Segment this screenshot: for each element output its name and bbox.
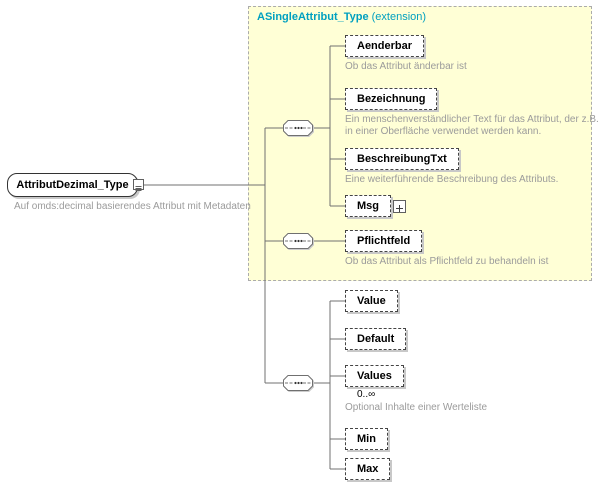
element-bezeichnung[interactable]: Bezeichnung xyxy=(345,88,438,110)
extension-suffix: (extension) xyxy=(371,11,427,23)
element-value[interactable]: Value xyxy=(345,290,398,312)
element-max[interactable]: Max xyxy=(345,458,391,480)
expand-structure-button[interactable] xyxy=(133,179,144,191)
element-label: Msg xyxy=(357,200,379,212)
element-msg[interactable]: Msg xyxy=(345,195,391,217)
element-label: Max xyxy=(357,463,379,475)
element-bezeichnung-description: Ein menschenverständlicher Text für das … xyxy=(345,114,599,137)
element-attributdezimal-type[interactable]: AttributDezimal_Type xyxy=(7,173,138,197)
plus-icon xyxy=(396,205,403,212)
element-values-cardinality: 0..∞ xyxy=(357,389,376,400)
element-label: Value xyxy=(357,295,386,307)
root-element-description: Auf omds:decimal basierendes Attribut mi… xyxy=(14,201,251,212)
element-label: Default xyxy=(357,333,395,345)
element-label: BeschreibungTxt xyxy=(357,153,447,165)
element-label: Aenderbar xyxy=(357,40,413,52)
element-default[interactable]: Default xyxy=(345,328,407,350)
root-element-label: AttributDezimal_Type xyxy=(16,179,129,191)
element-label: Values xyxy=(357,370,392,382)
sequence-compositor-icon[interactable] xyxy=(283,233,313,249)
element-beschreibungtxt-description: Eine weiterführende Beschreibung des Att… xyxy=(345,174,559,185)
structure-lines-icon xyxy=(135,186,142,191)
element-label: Min xyxy=(357,433,376,445)
element-values-description: Optional Inhalte einer Werteliste xyxy=(345,402,488,413)
msg-expand-button[interactable] xyxy=(393,200,406,213)
element-pflichtfeld-description: Ob das Attribut als Pflichtfeld zu behan… xyxy=(345,256,549,267)
element-aenderbar-description: Ob das Attribut änderbar ist xyxy=(345,61,467,72)
element-beschreibungtxt[interactable]: BeschreibungTxt xyxy=(345,148,459,170)
element-values[interactable]: Values xyxy=(345,365,404,387)
element-label: Pflichtfeld xyxy=(357,235,411,247)
element-min[interactable]: Min xyxy=(345,428,388,450)
extension-group-title: ASingleAttribut_Type(extension) xyxy=(257,11,426,23)
sequence-compositor-icon[interactable] xyxy=(283,120,313,136)
element-pflichtfeld[interactable]: Pflichtfeld xyxy=(345,230,423,252)
sequence-compositor-icon[interactable] xyxy=(283,375,313,391)
element-label: Bezeichnung xyxy=(357,93,426,105)
element-aenderbar[interactable]: Aenderbar xyxy=(345,35,425,57)
extension-type-name: ASingleAttribut_Type xyxy=(257,11,369,23)
